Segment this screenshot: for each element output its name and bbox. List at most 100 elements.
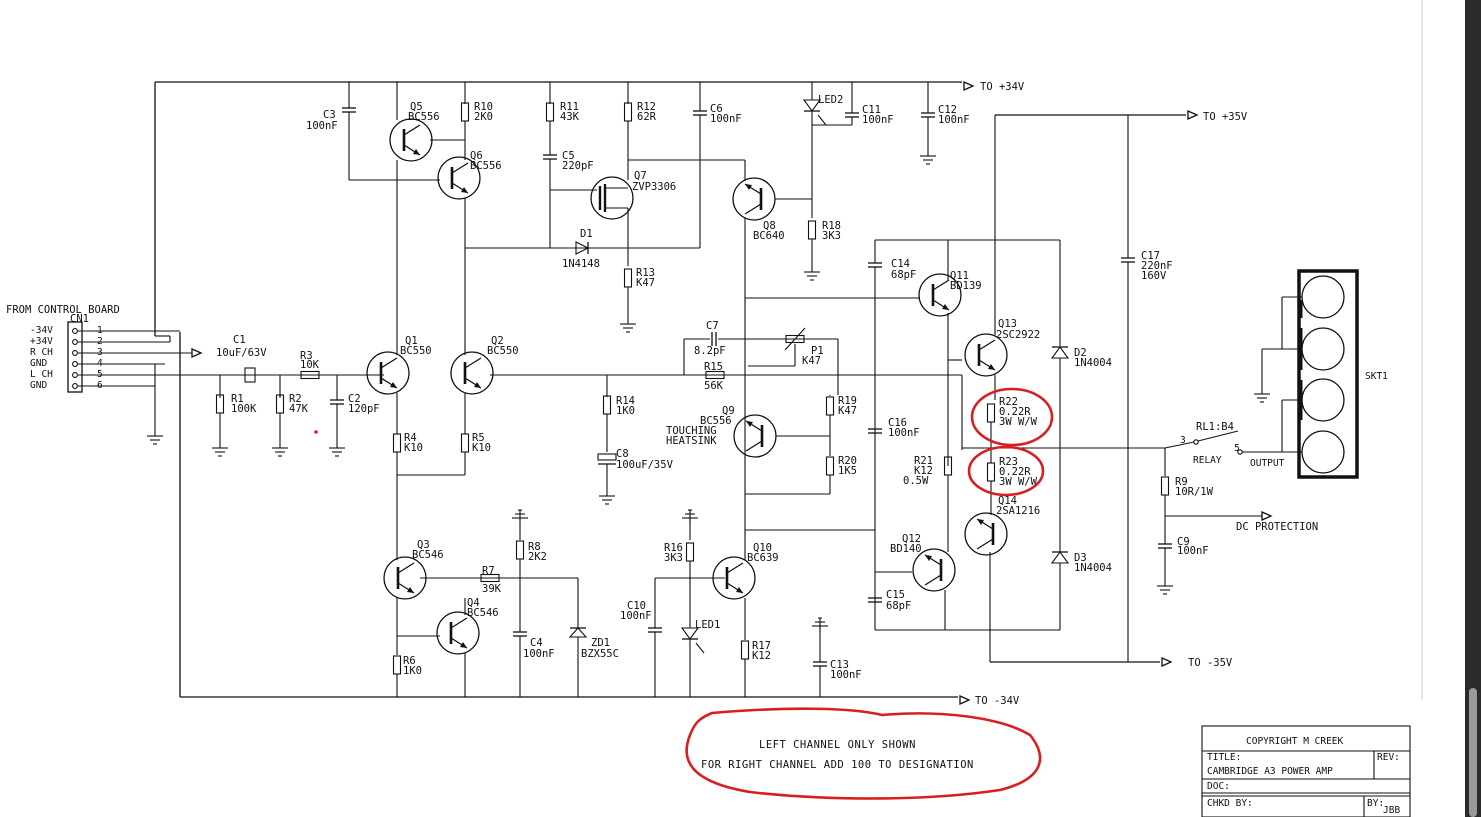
- label-skt1: SKT1: [1365, 371, 1388, 382]
- label-led1: LED1: [695, 619, 720, 631]
- label-r13: R13: [636, 267, 655, 279]
- value-r12: 62R: [637, 111, 657, 123]
- value-r5: K10: [472, 442, 491, 454]
- label-q1: Q1: [405, 335, 418, 347]
- label-q6: Q6: [470, 150, 483, 162]
- feedback-network: [597, 327, 962, 505]
- label-c11: C11: [862, 104, 881, 116]
- pin-number: 3: [97, 347, 103, 358]
- label-zd1: ZD1: [591, 637, 610, 649]
- label-c7: C7: [706, 320, 719, 332]
- pin-number: 6: [97, 380, 103, 391]
- highlight-r23: [967, 445, 1045, 497]
- chkd-label: CHKD BY:: [1207, 798, 1253, 809]
- title-block: [1201, 725, 1411, 817]
- value-r18: 3K3: [822, 230, 841, 242]
- label-c17: C17: [1141, 250, 1160, 262]
- led2-bias: [802, 82, 937, 281]
- rev-label: REV:: [1377, 752, 1400, 763]
- input-network: [211, 367, 384, 457]
- value-c4: 100nF: [523, 648, 555, 660]
- label-r11: R11: [560, 101, 579, 113]
- label-c14: C14: [891, 258, 910, 270]
- label-q8: Q8: [763, 220, 776, 232]
- scrollbar-thumb[interactable]: [1469, 688, 1477, 817]
- value-c15: 68pF: [886, 600, 911, 612]
- value-r6: 1K0: [403, 665, 422, 677]
- label-c4: C4: [530, 637, 543, 649]
- value-q2: BC550: [487, 345, 519, 357]
- label-c10: C10: [627, 600, 646, 612]
- rail-label-pos34: TO +34V: [980, 81, 1025, 93]
- label-q4: Q4: [467, 597, 480, 609]
- title-copyright: COPYRIGHT M CREEK: [1246, 736, 1344, 747]
- value-q4: BC546: [467, 607, 499, 619]
- output-relay: [1156, 269, 1359, 595]
- value-r15: 56K: [704, 380, 724, 392]
- value-c3: 100nF: [306, 120, 338, 132]
- value-c16: 100nF: [888, 427, 920, 439]
- drawing-title: CAMBRIDGE A3 POWER AMP: [1207, 766, 1333, 777]
- value-d1: 1N4148: [562, 258, 600, 270]
- title-label: TITLE:: [1207, 752, 1241, 763]
- value-c12: 100nF: [938, 114, 970, 126]
- value-q6: BC556: [470, 160, 502, 172]
- label-r4: R4: [404, 432, 417, 444]
- label-r17: R17: [752, 640, 771, 652]
- value-c1: 10uF/63V: [216, 347, 267, 359]
- supply-rails: [154, 81, 1198, 705]
- value-d3: 1N4004: [1074, 562, 1112, 574]
- value-r23: 0.22R: [999, 466, 1031, 478]
- label-c13: C13: [830, 659, 849, 671]
- connector-cn1: [67, 321, 245, 445]
- doc-label: DOC:: [1207, 781, 1230, 792]
- value-r16: 3K3: [664, 552, 683, 564]
- connector-header: FROM CONTROL BOARD: [6, 304, 120, 316]
- value-q9: BC556: [700, 415, 732, 427]
- label-r12: R12: [637, 101, 656, 113]
- rating-c17: 160V: [1141, 270, 1167, 282]
- value-c11: 100nF: [862, 114, 894, 126]
- value-q12: BD140: [890, 543, 922, 555]
- label-r8: R8: [528, 541, 541, 553]
- label-output: OUTPUT: [1250, 458, 1285, 469]
- value-c9: 100nF: [1177, 545, 1209, 557]
- value-r14: 1K0: [616, 405, 635, 417]
- label-r19: R19: [838, 395, 857, 407]
- rail-label-neg34: TO -34V: [975, 695, 1020, 707]
- value-zd1: BZX55C: [581, 648, 619, 660]
- value-r17: K12: [752, 650, 771, 662]
- pin-label: GND: [30, 358, 47, 369]
- value-c5: 220pF: [562, 160, 594, 172]
- value-q5: BC556: [408, 111, 440, 123]
- label-c6: C6: [710, 103, 723, 115]
- pin-number: 1: [97, 325, 103, 336]
- note-line-2: FOR RIGHT CHANNEL ADD 100 TO DESIGNATION: [701, 759, 974, 771]
- label-d3: D3: [1074, 552, 1087, 564]
- value-q3: BC546: [412, 549, 444, 561]
- highlight-note: [685, 707, 1042, 800]
- pin-label: R CH: [30, 347, 53, 358]
- label-r20: R20: [838, 455, 857, 467]
- label-r23: R23: [999, 456, 1018, 468]
- value-r1: 100K: [231, 403, 257, 415]
- rating-r21: 0.5W: [903, 475, 929, 487]
- by-value: JBB: [1383, 805, 1400, 816]
- value-c13: 100nF: [830, 669, 862, 681]
- label-rl1: RL1:B4: [1196, 421, 1234, 433]
- value-r7: 39K: [482, 583, 502, 595]
- label-r21: R21: [914, 455, 933, 467]
- label-r2: R2: [289, 393, 302, 405]
- note-q9-heatsink: HEATSINK: [666, 435, 717, 447]
- vertical-scrollbar[interactable]: [1465, 0, 1481, 817]
- label-r15: R15: [704, 361, 723, 373]
- by-label: BY:: [1367, 798, 1384, 809]
- label-r14: R14: [616, 395, 635, 407]
- value-c6: 100nF: [710, 113, 742, 125]
- label-r9: R9: [1175, 476, 1188, 488]
- value-q11: BD139: [950, 280, 982, 292]
- value-q13: 2SC2922: [996, 329, 1040, 341]
- value-c7: 8.2pF: [694, 345, 726, 357]
- label-q13: Q13: [998, 318, 1017, 330]
- value-q10: BC639: [747, 552, 779, 564]
